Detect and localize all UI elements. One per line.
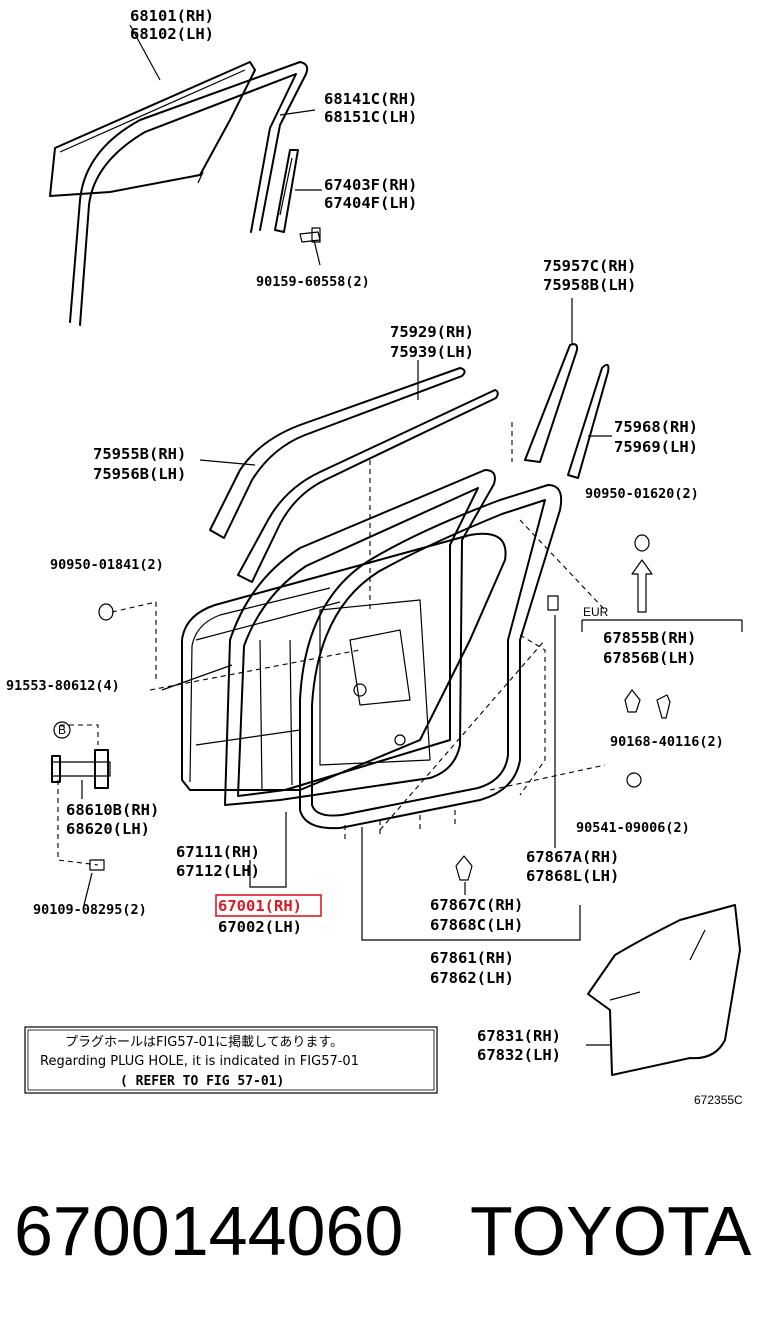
- label-75969: 75969(LH): [614, 438, 698, 456]
- label-90950-01841: 90950-01841(2): [50, 557, 164, 573]
- label-68620: 68620(LH): [66, 820, 150, 838]
- glass-run-shape: [69, 61, 309, 326]
- part-number: 6700144060: [14, 1192, 403, 1270]
- labels: 68101(RH) 68102(LH) 68141C(RH) 68151C(LH…: [6, 7, 724, 1064]
- label-90109-08295: 90109-08295(2): [33, 902, 147, 918]
- division-channel-shape: [274, 149, 299, 233]
- label-75958b: 75958B(LH): [543, 276, 636, 294]
- belt-moulding-shape: [209, 367, 499, 583]
- label-67111: 67111(RH): [176, 843, 260, 861]
- label-67867c: 67867C(RH): [430, 896, 523, 914]
- dashed-guides: [57, 422, 606, 866]
- label-67002: 67002(LH): [218, 918, 302, 936]
- brand-name: TOYOTA: [470, 1192, 752, 1270]
- label-68102: 68102(LH): [130, 25, 214, 43]
- note-line-refer: ( REFER TO FIG 57-01): [120, 1074, 284, 1089]
- figure-code: 672355C: [694, 1093, 743, 1107]
- label-75929: 75929(RH): [390, 323, 474, 341]
- parts-drawing: B: [49, 24, 743, 1076]
- hole-plug-left-shape: [98, 603, 114, 621]
- check-bolt-shape: [89, 859, 105, 871]
- label-67868c: 67868C(LH): [430, 916, 523, 934]
- edge-clip-shape: [547, 595, 559, 611]
- label-67832: 67832(LH): [477, 1046, 561, 1064]
- label-67112: 67112(LH): [176, 862, 260, 880]
- label-67861: 67861(RH): [430, 949, 514, 967]
- door-frame-shape: [224, 469, 496, 806]
- retainer-shape: [626, 772, 642, 788]
- label-67403f: 67403F(RH): [324, 176, 417, 194]
- leader-lines: [81, 24, 743, 1046]
- door-glass-shape: [49, 61, 256, 197]
- label-91553-80612: 91553-80612(4): [6, 678, 120, 694]
- label-90541-09006: 90541-09006(2): [576, 820, 690, 836]
- b-marker-text: B: [58, 723, 66, 737]
- label-75968: 75968(RH): [614, 418, 698, 436]
- label-68101: 68101(RH): [130, 7, 214, 25]
- label-75957c: 75957C(RH): [543, 257, 636, 275]
- pillar-garnish-shape: [524, 343, 610, 479]
- weatherstrip-shape: [299, 484, 563, 830]
- label-67001: 67001(RH): [218, 897, 302, 915]
- label-90159-60558: 90159-60558(2): [256, 274, 370, 290]
- label-75939: 75939(LH): [390, 343, 474, 361]
- b-marker: B: [53, 721, 71, 739]
- label-eur: EUR: [583, 605, 609, 619]
- door-check-shape: [51, 749, 111, 789]
- label-67862: 67862(LH): [430, 969, 514, 987]
- note-line-en: Regarding PLUG HOLE, it is indicated in …: [40, 1054, 359, 1069]
- hole-plug-right-shape: [634, 534, 650, 552]
- label-67404f: 67404F(LH): [324, 194, 417, 212]
- label-68151c: 68151C(LH): [324, 108, 417, 126]
- label-75956b: 75956B(LH): [93, 465, 186, 483]
- door-assy-highlight: [215, 894, 322, 917]
- label-68141c: 68141C(RH): [324, 90, 417, 108]
- label-67856b: 67856B(LH): [603, 649, 696, 667]
- arrow-up-icon: [631, 559, 653, 613]
- service-hole-cover-shape: [587, 904, 741, 1076]
- screw-clip-shape: [656, 694, 671, 719]
- label-90168-40116: 90168-40116(2): [610, 734, 724, 750]
- door-panel-shape: [181, 532, 507, 791]
- label-90950-01620: 90950-01620(2): [585, 486, 699, 502]
- plug-hole-note: プラグホールはFIG57-01に掲載してあります。 Regarding PLUG…: [24, 1026, 438, 1094]
- label-67831: 67831(RH): [477, 1027, 561, 1045]
- label-68610b: 68610B(RH): [66, 801, 159, 819]
- label-67855b: 67855B(RH): [603, 629, 696, 647]
- label-67868l: 67868L(LH): [526, 867, 619, 885]
- note-line-jp: プラグホールはFIG57-01に掲載してあります。: [65, 1034, 343, 1050]
- clip-shape: [624, 689, 641, 713]
- weatherstrip-clip-shape: [455, 855, 473, 881]
- channel-bolt-shape: [299, 227, 321, 243]
- label-75955b: 75955B(RH): [93, 445, 186, 463]
- label-67867a: 67867A(RH): [526, 848, 619, 866]
